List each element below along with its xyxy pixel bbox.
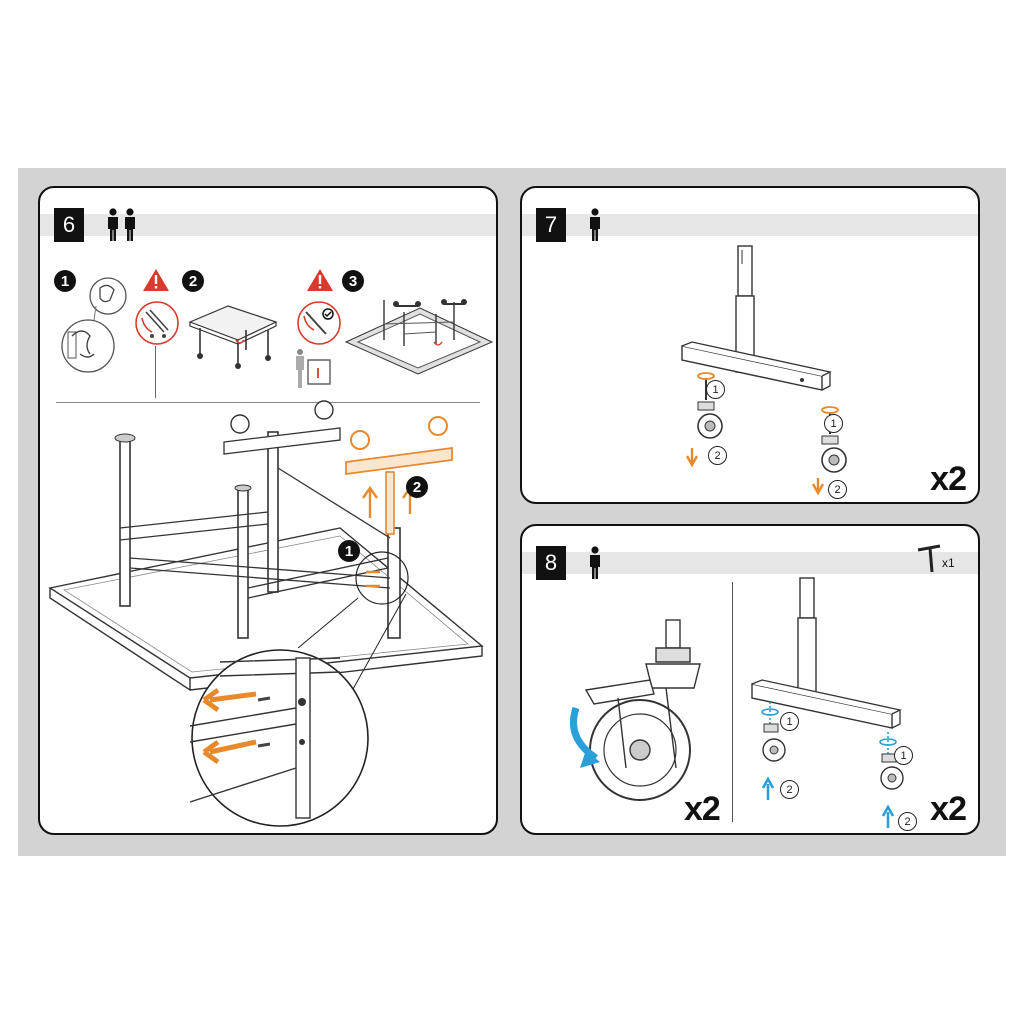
step-8-panel: 8 x1 x2 xyxy=(520,524,980,835)
folded-table-illustration xyxy=(188,305,278,369)
step7-callout-1-right: 1 xyxy=(824,414,843,433)
warning-detail-circle xyxy=(297,301,341,345)
divider xyxy=(155,346,156,398)
step8-callout-2-right: 2 xyxy=(898,812,917,831)
step8-callout-2-left: 2 xyxy=(780,780,799,799)
warning-triangle-icon xyxy=(307,269,333,291)
step-8-header xyxy=(522,552,978,574)
step-8-number: 8 xyxy=(536,546,566,580)
step-7-number: 7 xyxy=(536,208,566,242)
step7-callout-2-right: 2 xyxy=(828,480,847,499)
upside-down-table-illustration xyxy=(344,299,494,375)
large-caster-illustration xyxy=(570,619,701,801)
leg-base-illustration xyxy=(681,245,847,496)
warning-triangle-icon xyxy=(143,269,169,291)
person-lifting-illustration xyxy=(296,349,331,388)
step-7-panel: 7 1 2 1 2 x2 xyxy=(520,186,980,504)
substep-3-badge: 3 xyxy=(342,270,364,292)
step7-callout-1-left: 1 xyxy=(706,380,725,399)
divider xyxy=(732,582,733,822)
step8-right-multiplier: x2 xyxy=(930,790,967,828)
assembly-callout-2: 2 xyxy=(406,476,428,498)
substep-1-badge: 1 xyxy=(54,270,76,292)
tool-quantity: x1 xyxy=(942,556,955,570)
section-divider xyxy=(56,402,480,403)
person-icon xyxy=(590,208,600,241)
step-7-header xyxy=(522,214,978,236)
step7-callout-2-left: 2 xyxy=(708,446,727,465)
assembly-callout-1: 1 xyxy=(338,540,360,562)
step7-multiplier: x2 xyxy=(930,460,967,498)
step8-left-multiplier: x2 xyxy=(684,790,721,828)
step-6-header xyxy=(40,214,496,236)
t-handle-wrench-icon xyxy=(917,544,941,573)
warning-detail-circle xyxy=(135,301,179,345)
step8-callout-1-right: 1 xyxy=(894,746,913,765)
leg-base-caster-insert-illustration xyxy=(751,577,904,828)
detail-latch-illustration xyxy=(61,277,127,373)
person-icon xyxy=(108,208,135,241)
step-6-number: 6 xyxy=(54,208,84,242)
step-6-panel: 6 1 2 xyxy=(38,186,498,835)
substep-2-badge: 2 xyxy=(182,270,204,292)
step8-callout-1-left: 1 xyxy=(780,712,799,731)
person-icon xyxy=(590,546,600,579)
table-frame-assembly-illustration xyxy=(48,400,484,827)
